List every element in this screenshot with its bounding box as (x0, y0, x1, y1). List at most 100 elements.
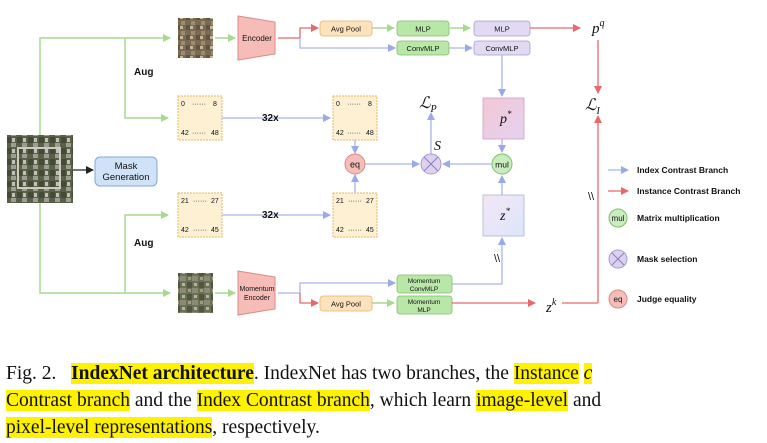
loss-li-label: ℒI (585, 97, 601, 117)
legend: Index Contrast Branch Instance Contrast … (608, 165, 740, 309)
svg-text:45: 45 (211, 227, 219, 234)
caption-index-branch: Index Contrast branch (196, 390, 370, 411)
grid-top-left: 0 8 42 48 ······ ······ (177, 95, 223, 141)
svg-text:42: 42 (336, 227, 344, 234)
encoder-block (237, 15, 276, 61)
aug-label-top: Aug (134, 67, 153, 78)
legend-index-label: Index Contrast Branch (637, 165, 728, 175)
stop-grad-right: \\ (588, 191, 595, 203)
stop-grad-mid: \\ (494, 253, 501, 265)
grid-bottom-left: 21 27 42 45 ······ ······ (177, 192, 223, 238)
zk-label: zk (545, 297, 557, 316)
source-image-building (17, 147, 61, 189)
caption-prefix: Fig. 2. (6, 363, 57, 384)
pq-label: pq (591, 18, 605, 37)
caption-instance: Instance (513, 363, 579, 384)
momentum-convmlp-label-1: Momentum (408, 278, 441, 285)
caption-text-1: . IndexNet has two branches, the (253, 363, 514, 384)
mask-generation-label-1: Mask (115, 161, 138, 172)
svg-text:······: ······ (347, 130, 361, 137)
svg-text:21: 21 (181, 198, 189, 205)
momentum-mlp-label-1: Momentum (408, 299, 441, 306)
legend-instance-label: Instance Contrast Branch (637, 186, 740, 196)
mul-node-label: mul (495, 160, 509, 170)
momentum-mlp (396, 295, 453, 315)
caption-c-mark: c (583, 363, 593, 384)
encoder-to-avgpool-line (278, 24, 319, 39)
svg-text:······: ······ (193, 198, 207, 205)
avgpool-top-label: Avg Pool (331, 25, 361, 34)
avgpool-top (319, 20, 373, 37)
momentum-convmlp-label-2: ConvMLP (410, 286, 439, 293)
z-star-box (482, 194, 525, 237)
mask-generation-box (94, 156, 158, 187)
svg-text:······: ······ (192, 130, 206, 137)
caption-image-level: image-level (476, 390, 569, 411)
convmlp-2-label: ConvMLP (486, 44, 519, 53)
caption-text-5: , respectively. (212, 417, 320, 438)
momentum-encoder-block (237, 270, 276, 316)
svg-text:48: 48 (366, 130, 374, 137)
times-bottom-label: 32x (262, 210, 279, 221)
svg-text:45: 45 (366, 227, 374, 234)
momentum-encoder-to-convmlp (278, 279, 396, 294)
svg-text:42: 42 (336, 130, 344, 137)
eq-node-label: eq (350, 160, 360, 170)
convmlp-1-label: ConvMLP (407, 44, 440, 53)
mlp-2-label: MLP (494, 25, 509, 34)
legend-mul-icon (608, 208, 628, 228)
augmented-image-bottom (178, 273, 213, 313)
encoder-to-convmlp-line (299, 38, 396, 52)
encoder-label: Encoder (242, 34, 272, 43)
caption-title: IndexNet architecture (71, 363, 254, 384)
svg-text:0: 0 (181, 101, 185, 108)
legend-mul-label: Matrix multiplication (637, 213, 720, 223)
momentum-encoder-to-avgpool (299, 293, 319, 307)
mask-generation-label-2: Generation (102, 172, 149, 183)
svg-text:······: ······ (348, 227, 362, 234)
svg-text:······: ······ (348, 198, 362, 205)
svg-text:mul: mul (612, 214, 625, 223)
svg-text:eq: eq (614, 295, 623, 304)
momentum-encoder-label-1: Momentum (239, 286, 274, 293)
caption-text-2: and the (130, 390, 197, 411)
p-star-box (482, 97, 525, 140)
figure-caption: Fig. 2. IndexNet architecture. IndexNet … (6, 360, 761, 441)
svg-text:······: ······ (192, 101, 206, 108)
svg-text:27: 27 (366, 198, 374, 205)
caption-pixel-level: pixel-level representations (6, 417, 213, 438)
svg-text:8: 8 (213, 101, 217, 108)
s-label: S (434, 139, 441, 154)
mlp-1 (396, 20, 450, 37)
mlp-1-label: MLP (415, 25, 430, 34)
momentum-mlp-label-2: MLP (417, 307, 430, 314)
avgpool-bottom-label: Avg Pool (331, 300, 361, 309)
source-aerial-image (7, 135, 73, 203)
svg-text:······: ······ (347, 101, 361, 108)
legend-mask-label: Mask selection (637, 254, 697, 264)
grid-top-right: 0 8 42 48 ······ ······ (332, 95, 378, 141)
legend-eq-icon (608, 289, 628, 309)
times-top-label: 32x (262, 113, 279, 124)
svg-text:0: 0 (336, 101, 340, 108)
avgpool-bottom (319, 295, 373, 312)
momentum-encoder-label-2: Encoder (244, 295, 271, 302)
svg-text:8: 8 (368, 101, 372, 108)
loss-lp-label: ℒP (419, 95, 437, 115)
svg-text:······: ······ (193, 227, 207, 234)
caption-text-4: and (568, 390, 602, 411)
svg-text:42: 42 (181, 227, 189, 234)
z-star-label: z* (499, 206, 510, 224)
svg-text:48: 48 (211, 130, 219, 137)
grid-bottom-right: 21 27 42 45 ······ ······ (332, 192, 378, 238)
svg-text:27: 27 (211, 198, 219, 205)
caption-contrast-branch: Contrast branch (6, 390, 131, 411)
augmented-image-top (178, 18, 213, 58)
svg-text:21: 21 (336, 198, 344, 205)
legend-eq-label: Judge equality (637, 294, 697, 304)
caption-text-3: , which learn (369, 390, 477, 411)
aug-label-bottom: Aug (134, 238, 153, 249)
architecture-diagram: Aug Aug Mask Generation Encoder Momentum… (7, 15, 740, 316)
svg-text:42: 42 (181, 130, 189, 137)
momentum-convmlp-to-zstar (452, 237, 506, 285)
